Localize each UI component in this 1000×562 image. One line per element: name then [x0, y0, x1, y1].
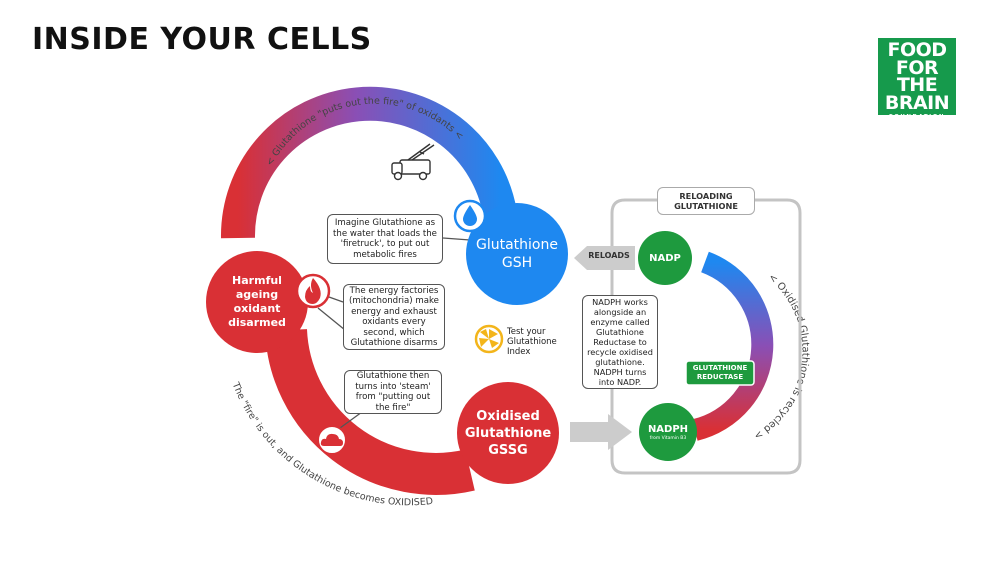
firetruck-icon [391, 143, 435, 181]
nadph-label: NADPH from Vitamin B3 [641, 422, 695, 444]
logo-line-3: BRAIN [884, 92, 950, 114]
index-label-line-1: Test your [507, 327, 546, 337]
callout-water: Imagine Glutathione as the water that lo… [327, 214, 443, 264]
gssg-label-line-2: Glutathione [464, 425, 552, 441]
reloading-header-line-1: RELOADING [679, 191, 733, 201]
gsh-label-line-1: Glutathione [476, 237, 558, 253]
steam-cloud-icon [317, 425, 347, 455]
reductase-tag: GLUTATHIONE REDUCTASE [686, 361, 754, 385]
reductase-tag-bg [685, 360, 755, 386]
oxidant-label-line-1: Harmful [232, 274, 282, 287]
page-title: INSIDE YOUR CELLS [32, 22, 372, 57]
logo-line-1: FOOD [887, 39, 947, 61]
oxidant-label-line-4: disarmed [228, 316, 286, 329]
gssg-to-nadph-arrow [570, 414, 632, 450]
food-for-the-brain-logo[interactable]: FOOD FOR THE BRAIN FOUNDATION [878, 38, 956, 120]
index-label-line-3: Index [507, 347, 531, 357]
recycle-arc [692, 251, 774, 441]
reductase-tag-line-1: GLUTATHIONE [692, 364, 748, 372]
oxidant-circle [206, 251, 308, 353]
logo-line-4: FOUNDATION [889, 114, 945, 120]
nadph-circle [639, 403, 697, 461]
logo-line-2: FOR THE [895, 57, 939, 96]
gsh-circle [466, 203, 568, 305]
reloads-label: RELOADS [588, 251, 630, 260]
nadp-label: NADP [649, 252, 681, 264]
gssg-label-line-3: GSSG [488, 442, 528, 458]
gssg-circle [457, 382, 559, 484]
gsh-label-line-2: GSH [501, 255, 533, 271]
gssg-label: Oxidised Glutathione GSSG [460, 405, 556, 461]
firetruck-arrow [437, 175, 470, 199]
oxidant-label-line-2: ageing [235, 288, 279, 301]
reloads-arrow [574, 246, 635, 270]
reloading-frame [610, 198, 802, 475]
glutathione-index-icon [474, 324, 504, 354]
index-label-line-2: Glutathione [507, 337, 557, 347]
reductase-tag-line-2: REDUCTASE [696, 373, 744, 381]
nadph-label-line-1: NADPH [647, 424, 689, 435]
gssg-label-line-1: Oxidised [476, 408, 540, 424]
reloading-header-line-2: GLUTATHIONE [674, 201, 738, 211]
callout-energy: The energy factories (mitochondria) make… [343, 284, 445, 350]
top-arc [220, 86, 517, 239]
gsh-label: Glutathione GSH [466, 234, 568, 274]
reloading-header: RELOADING GLUTATHIONE [657, 187, 755, 215]
oxidant-label: Harmful ageing oxidant disarmed [216, 272, 298, 332]
nadp-circle [638, 231, 692, 285]
fire-icon [295, 273, 331, 309]
oxidant-label-line-3: oxidant [233, 302, 281, 315]
callout-steam: Glutathione then turns into 'steam' from… [344, 370, 442, 414]
water-drop-icon [453, 199, 487, 233]
callout-nadph: NADPH works alongside an enzyme called G… [582, 295, 658, 389]
nadph-label-line-2: from Vitamin B3 [649, 436, 687, 441]
glutathione-index-link[interactable]: Test your Glutathione Index [507, 327, 567, 357]
